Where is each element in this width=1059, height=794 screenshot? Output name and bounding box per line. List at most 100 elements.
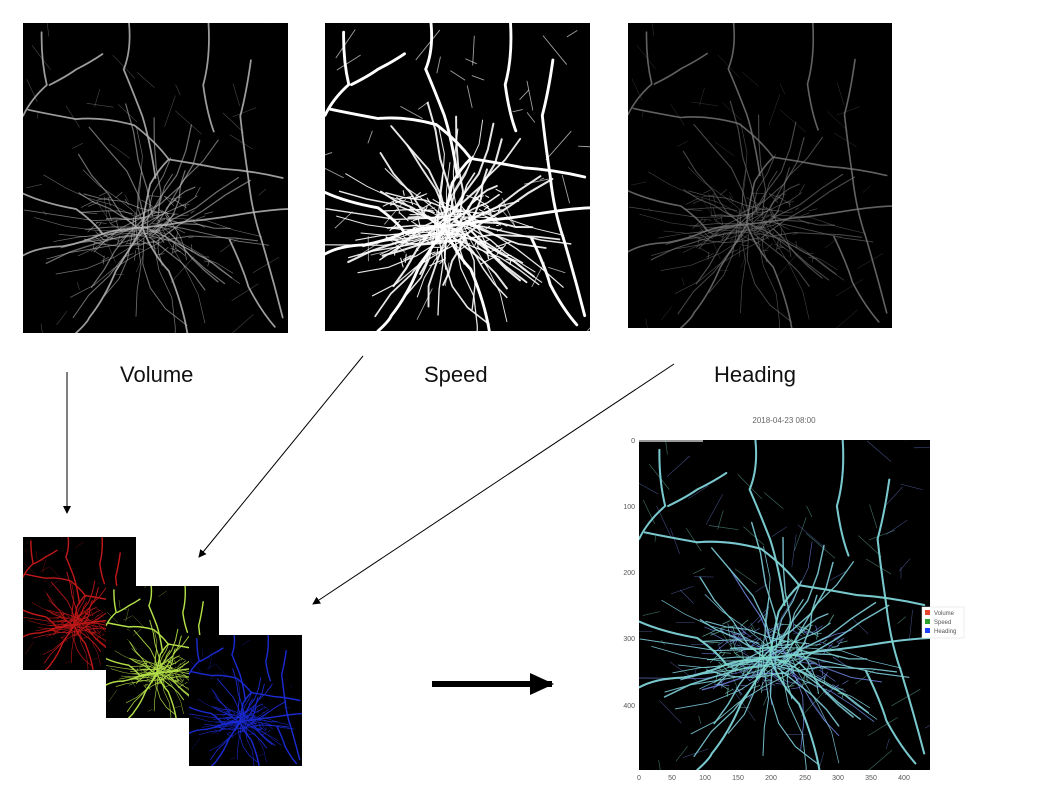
road bbox=[406, 232, 425, 237]
road bbox=[290, 685, 292, 688]
road bbox=[756, 210, 780, 233]
road bbox=[244, 714, 248, 719]
road bbox=[99, 231, 109, 239]
road bbox=[45, 616, 52, 621]
road bbox=[826, 651, 840, 658]
road bbox=[75, 630, 82, 633]
road bbox=[410, 194, 424, 200]
road bbox=[717, 667, 731, 676]
road bbox=[227, 635, 229, 638]
road bbox=[65, 618, 69, 624]
road bbox=[833, 235, 880, 323]
volume-map bbox=[23, 23, 288, 333]
road bbox=[62, 611, 64, 615]
road bbox=[780, 642, 807, 667]
road bbox=[174, 660, 176, 665]
road bbox=[745, 197, 758, 204]
road bbox=[526, 80, 534, 111]
road bbox=[116, 598, 141, 614]
road bbox=[60, 620, 66, 624]
road bbox=[439, 257, 447, 265]
road bbox=[485, 195, 490, 198]
road bbox=[745, 214, 753, 222]
road bbox=[900, 483, 923, 490]
road bbox=[242, 717, 292, 726]
road bbox=[159, 671, 163, 673]
road bbox=[133, 629, 159, 672]
road bbox=[40, 567, 49, 572]
road bbox=[436, 56, 441, 74]
road bbox=[235, 721, 239, 725]
road bbox=[768, 94, 780, 126]
road bbox=[674, 238, 765, 294]
heading-label: Heading bbox=[714, 362, 796, 387]
road bbox=[791, 534, 797, 568]
road bbox=[857, 253, 884, 269]
road bbox=[148, 664, 153, 668]
road bbox=[23, 624, 75, 638]
road-network bbox=[189, 635, 302, 766]
road bbox=[172, 671, 178, 673]
road bbox=[745, 170, 778, 219]
road bbox=[770, 642, 773, 651]
road bbox=[55, 222, 163, 275]
road bbox=[171, 245, 174, 255]
road bbox=[69, 624, 73, 629]
road bbox=[137, 675, 142, 679]
road bbox=[667, 471, 728, 508]
road bbox=[761, 681, 764, 694]
road bbox=[229, 134, 253, 150]
road bbox=[780, 670, 875, 722]
road bbox=[788, 678, 799, 687]
road bbox=[762, 236, 767, 263]
road bbox=[145, 124, 193, 222]
road bbox=[247, 732, 255, 736]
road bbox=[721, 231, 732, 240]
road bbox=[472, 35, 475, 66]
road bbox=[159, 676, 184, 701]
road bbox=[370, 250, 389, 256]
road bbox=[66, 571, 79, 621]
road bbox=[479, 213, 492, 216]
road bbox=[645, 318, 648, 328]
road bbox=[718, 683, 729, 690]
road bbox=[90, 620, 96, 624]
road bbox=[444, 119, 484, 212]
road bbox=[152, 213, 176, 236]
road bbox=[495, 241, 513, 248]
road bbox=[151, 680, 154, 684]
road bbox=[121, 673, 165, 678]
legend-swatch-volume bbox=[925, 610, 930, 615]
road bbox=[530, 237, 579, 327]
road bbox=[45, 232, 149, 264]
road bbox=[750, 622, 756, 631]
road bbox=[876, 478, 926, 755]
road bbox=[66, 622, 69, 625]
road bbox=[447, 229, 461, 232]
road bbox=[265, 727, 267, 731]
road bbox=[77, 282, 80, 290]
road bbox=[220, 238, 238, 253]
road bbox=[247, 718, 253, 722]
road bbox=[153, 117, 162, 218]
road bbox=[440, 200, 453, 208]
road bbox=[688, 225, 752, 239]
road bbox=[83, 625, 90, 627]
road bbox=[476, 246, 488, 255]
road bbox=[461, 237, 508, 299]
road bbox=[445, 217, 458, 222]
road bbox=[386, 224, 444, 229]
road bbox=[172, 676, 176, 679]
road bbox=[156, 661, 160, 664]
road bbox=[663, 226, 765, 234]
road bbox=[202, 23, 215, 133]
road bbox=[46, 593, 75, 628]
road bbox=[503, 23, 518, 133]
road bbox=[783, 655, 801, 660]
road bbox=[148, 666, 152, 672]
road bbox=[406, 144, 451, 239]
road bbox=[118, 599, 121, 609]
road bbox=[412, 218, 421, 222]
road bbox=[419, 207, 436, 213]
road bbox=[441, 242, 448, 250]
